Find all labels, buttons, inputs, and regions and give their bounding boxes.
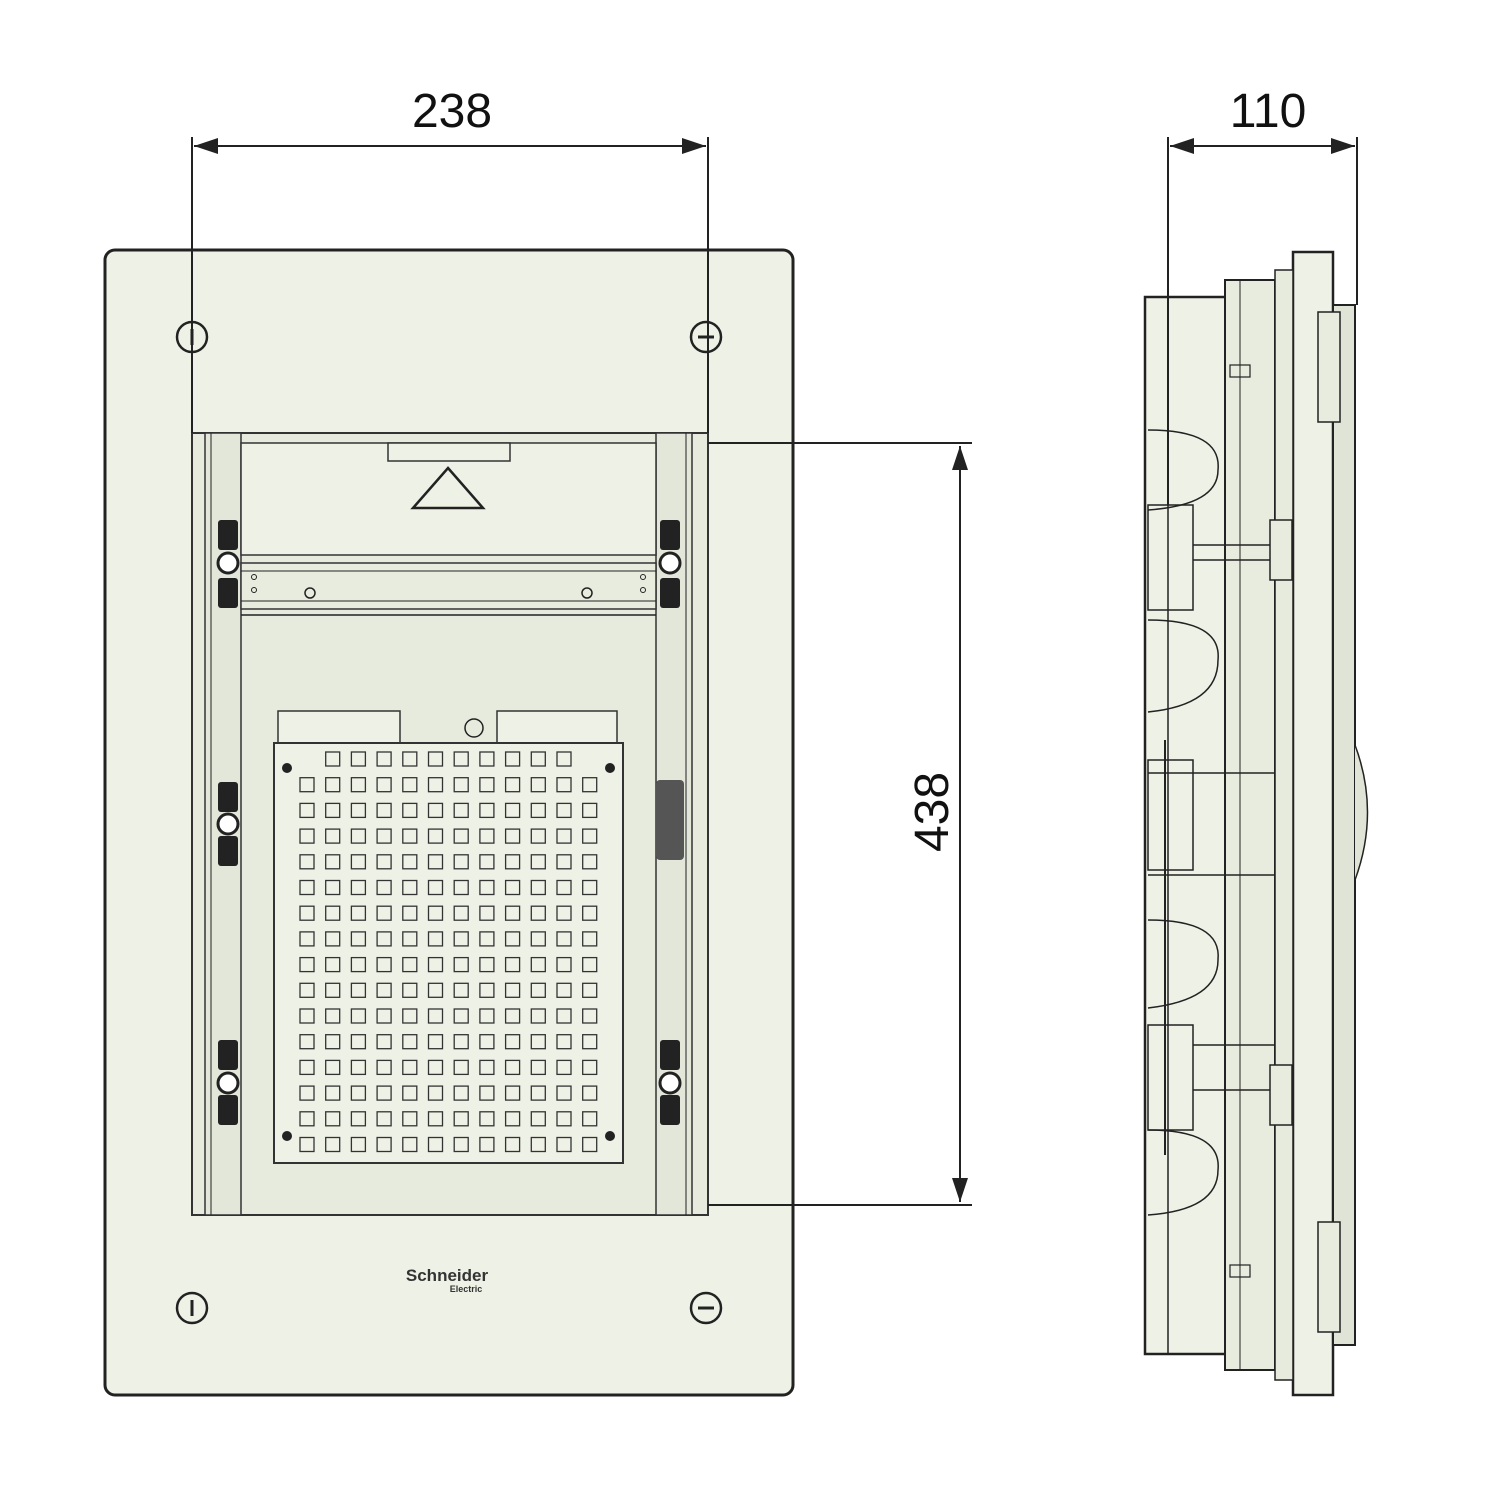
plate-screw	[282, 1131, 292, 1141]
depth-dimension: 110	[1167, 85, 1358, 505]
height-dimension: 438	[708, 442, 972, 1206]
din-rail	[240, 562, 657, 610]
depth-dimension-label: 110	[1230, 85, 1307, 138]
knockout	[1147, 619, 1219, 713]
bracket-right	[496, 710, 618, 746]
plate-screw	[605, 1131, 615, 1141]
rail-clips	[216, 520, 684, 1125]
logo-brand-line1: Schneider	[406, 1266, 489, 1285]
screw-bottom-right	[689, 1291, 723, 1325]
knockout	[1147, 919, 1219, 1009]
screw-bottom-left	[175, 1291, 209, 1325]
perforated-mounting-plate	[273, 742, 624, 1164]
width-dimension: 238	[191, 85, 709, 433]
plate-screw	[605, 763, 615, 773]
side-view	[1143, 250, 1369, 1397]
knockout	[1147, 429, 1219, 511]
hinge-bulge	[1354, 744, 1369, 881]
side-front-frame	[1291, 250, 1335, 1397]
bracket-left	[277, 710, 401, 746]
warning-triangle-icon	[410, 466, 486, 510]
cover-latch	[387, 442, 511, 462]
knockout	[1147, 1129, 1219, 1216]
front-view: Schneider Electric	[103, 248, 795, 1397]
perforation-grid	[299, 751, 598, 1153]
height-dimension-label: 438	[906, 772, 959, 852]
screw-top-right	[689, 320, 723, 354]
width-dimension-label: 238	[412, 85, 492, 138]
logo-brand-line2: Electric	[450, 1284, 483, 1294]
plate-screw	[282, 763, 292, 773]
